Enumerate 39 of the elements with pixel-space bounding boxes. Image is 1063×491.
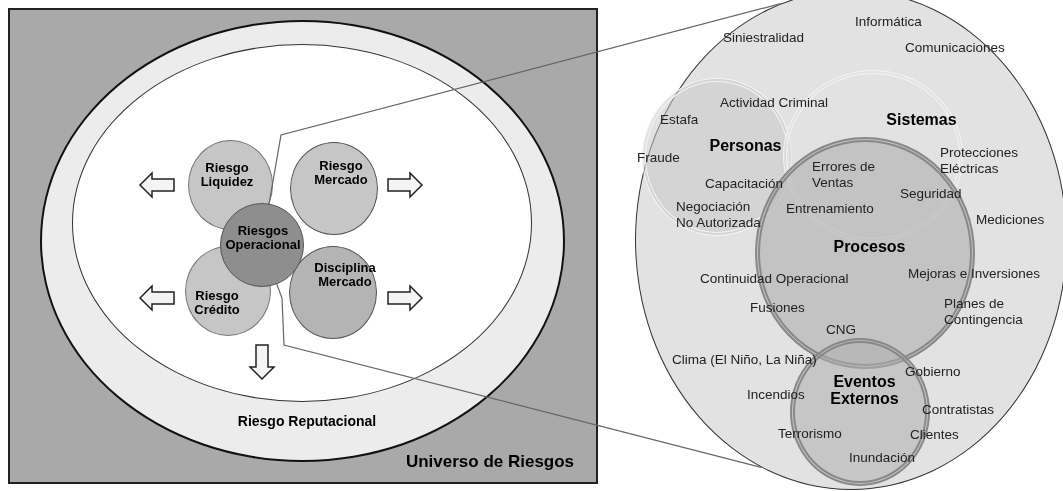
risk-factor-label: Informática <box>855 14 922 30</box>
node-label: Procesos <box>832 237 907 256</box>
zoom-circle <box>635 0 1063 490</box>
risk-factor-label: Gobierno <box>905 364 961 380</box>
risk-factor-label: CNG <box>826 322 856 338</box>
risk-factor-label: Estafa <box>660 112 699 128</box>
risk-factor-label: Fraude <box>637 150 680 166</box>
risk-factor-label: Capacitación <box>705 176 784 192</box>
node-label: Eventos Externos <box>829 372 900 408</box>
risk-factor-label: Entrenamiento <box>786 201 874 217</box>
zoom-line <box>268 3 782 205</box>
risk-factor-label: Actividad Criminal <box>720 95 829 111</box>
risk-factor-label: Negociación No Autorizada <box>676 199 762 231</box>
node-label: Riesgo Reputacional <box>236 414 378 430</box>
risk-factor-label: Inundación <box>849 450 916 466</box>
risk-factor-label: Terrorismo <box>778 426 842 442</box>
risk-factor-label: Errores de Ventas <box>812 159 877 191</box>
risk-factor-label: Clientes <box>910 427 959 443</box>
node-label: Sistemas <box>885 110 958 129</box>
risk-factor-label: Continuidad Operacional <box>700 271 849 287</box>
risk-factor-label: Planes de Contingencia <box>944 296 1024 328</box>
node-label: Universo de Riesgos <box>404 453 576 472</box>
node-label: Riesgo Mercado <box>313 159 369 188</box>
node-label: Riesgos Operacional <box>224 224 302 253</box>
risk-factor-label: Mejoras e Inversiones <box>908 266 1041 282</box>
node-label: Riesgo Crédito <box>193 289 241 318</box>
node-label: Riesgo Liquidez <box>199 161 255 190</box>
risk-factor-label: Incendios <box>747 387 805 403</box>
risk-factor-label: Siniestralidad <box>723 30 805 46</box>
risk-factor-label: Mediciones <box>976 212 1045 228</box>
risk-factor-label: Seguridad <box>900 186 962 202</box>
node-label: Personas <box>708 136 783 155</box>
risk-factor-label: Fusiones <box>750 300 805 316</box>
risk-factor-label: Clima (El Niño, La Niña) <box>672 352 817 368</box>
zoom-line <box>276 283 762 468</box>
risk-factor-label: Protecciones Eléctricas <box>940 145 1020 177</box>
universe-panel <box>8 8 598 484</box>
risk-factor-label: Contratistas <box>922 402 995 418</box>
node-label: Disciplina Mercado <box>313 261 377 290</box>
